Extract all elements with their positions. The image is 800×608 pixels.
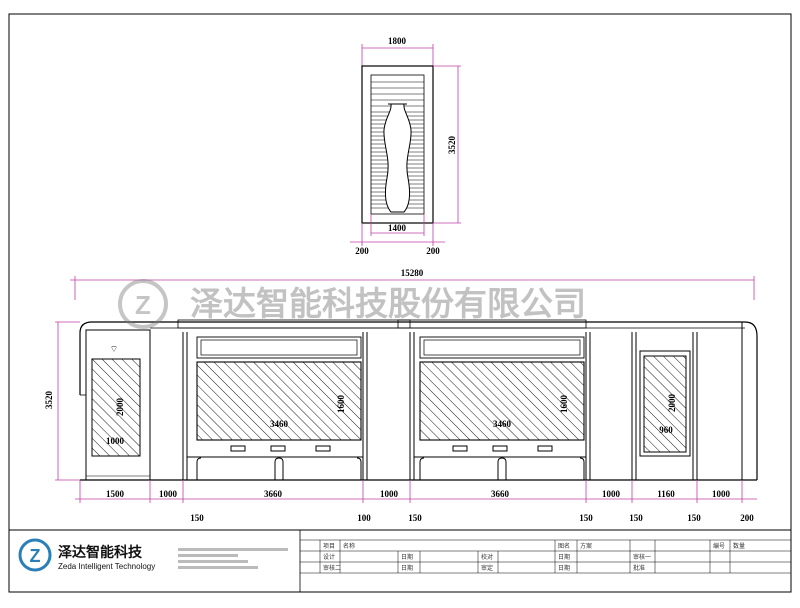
company-contact-info bbox=[178, 548, 288, 569]
watermark-logo-icon bbox=[118, 279, 168, 329]
logo-company-en: Zeda Intelligent Technology bbox=[58, 562, 155, 571]
panel-b-socket-3 bbox=[537, 445, 553, 452]
dim-100: 100 bbox=[357, 513, 371, 523]
zeda-logo-icon bbox=[18, 538, 52, 572]
tb-design-date-label: 日期 bbox=[401, 553, 413, 561]
right-screen-width: 960 bbox=[659, 425, 673, 435]
panel-b-width: 3460 bbox=[493, 419, 512, 429]
dim-150-b: 150 bbox=[408, 513, 422, 523]
panel-a-screen bbox=[196, 361, 362, 441]
panel-b-socket-2 bbox=[492, 445, 508, 452]
dim-3660-b: 3660 bbox=[491, 489, 510, 499]
top-inner-width-dim: 1400 bbox=[388, 223, 407, 233]
panel-a-socket-3 bbox=[315, 445, 331, 452]
tb-project-label: 项目 bbox=[323, 543, 335, 550]
left-screen bbox=[91, 358, 141, 457]
panel-a-socket-1 bbox=[230, 445, 246, 452]
panel-a-height: 1600 bbox=[336, 395, 346, 414]
logo-company-cn: 泽达智能科技 bbox=[58, 544, 143, 561]
right-screen-height: 2000 bbox=[667, 394, 677, 413]
svg-text:Z: Z bbox=[135, 290, 151, 320]
tb-check-label: 校对 bbox=[481, 553, 493, 561]
tb-review1-label: 审核一 bbox=[633, 553, 651, 561]
left-screen-height: 2000 bbox=[115, 398, 125, 417]
bottom-dimension-row-1: 1500 1000 3660 1000 3660 1000 1160 1000 bbox=[75, 480, 757, 503]
dim-1500: 1500 bbox=[106, 489, 125, 499]
tb-check-date-label: 日期 bbox=[558, 553, 570, 561]
tb-drawing-name-label: 图名 bbox=[558, 542, 570, 550]
tb-design-label: 设计 bbox=[323, 553, 335, 561]
tb-name-label: 名称 bbox=[343, 542, 355, 550]
panel-a-width: 3460 bbox=[270, 419, 289, 429]
right-screen bbox=[643, 355, 687, 453]
top-side-right-dim: 200 bbox=[426, 246, 440, 256]
dim-150-a: 150 bbox=[190, 513, 204, 523]
company-watermark: Z 泽达智能科技股份有限公司 bbox=[118, 279, 586, 329]
bottom-dimension-row-2: 150 100 150 150 150 150 200 bbox=[190, 513, 754, 523]
dim-1000-b: 1000 bbox=[380, 489, 399, 499]
top-height-dim: 3520 bbox=[447, 136, 457, 155]
dim-200: 200 bbox=[740, 513, 754, 523]
front-elevation: 15280 3520 ⌔ 2000 1000 3460 1600 bbox=[44, 268, 758, 523]
tb-approve-date-label: 日期 bbox=[558, 564, 570, 572]
wifi-icon: ⌔ bbox=[110, 344, 118, 354]
panel-b-height: 1600 bbox=[559, 395, 569, 414]
dim-1000-c: 1000 bbox=[602, 489, 621, 499]
tb-review2-label: 审核二 bbox=[323, 564, 341, 572]
top-width-dim: 1800 bbox=[388, 36, 407, 46]
vase-outline-icon bbox=[383, 103, 412, 213]
tb-review2-date-label: 日期 bbox=[401, 564, 413, 572]
dim-150-c: 150 bbox=[579, 513, 593, 523]
top-side-left-dim: 200 bbox=[355, 246, 369, 256]
dim-1160: 1160 bbox=[657, 489, 675, 499]
svg-text:Z: Z bbox=[30, 546, 41, 566]
panel-a-socket-2 bbox=[270, 445, 286, 452]
panel-b-screen bbox=[419, 361, 585, 441]
panel-b-socket-1 bbox=[452, 445, 468, 452]
dim-150-d: 150 bbox=[629, 513, 643, 523]
dim-3660-a: 3660 bbox=[264, 489, 283, 499]
watermark-company-name: 泽达智能科技股份有限公司 bbox=[190, 284, 586, 323]
drawing-frame bbox=[8, 13, 792, 593]
title-block: Z 泽达智能科技 Zeda Intelligent Technology bbox=[9, 529, 791, 592]
tb-number-label: 编号 bbox=[713, 542, 725, 550]
tb-quantity-label: 数量 bbox=[733, 542, 745, 550]
dim-150-e: 150 bbox=[687, 513, 701, 523]
dim-1000-d: 1000 bbox=[712, 489, 731, 499]
tb-ratify-label: 批准 bbox=[633, 564, 645, 572]
total-length-dim: 15280 bbox=[401, 268, 424, 278]
tb-drawing-name-value: 方案 bbox=[580, 542, 592, 550]
left-screen-width: 1000 bbox=[106, 436, 125, 446]
top-view: 1800 bbox=[350, 36, 461, 256]
panel-a-bench bbox=[187, 456, 363, 480]
tb-approve-label: 审定 bbox=[481, 564, 493, 572]
elevation-height-dim: 3520 bbox=[44, 391, 54, 410]
panel-b-bench bbox=[414, 456, 586, 480]
dim-1000-a: 1000 bbox=[159, 489, 178, 499]
